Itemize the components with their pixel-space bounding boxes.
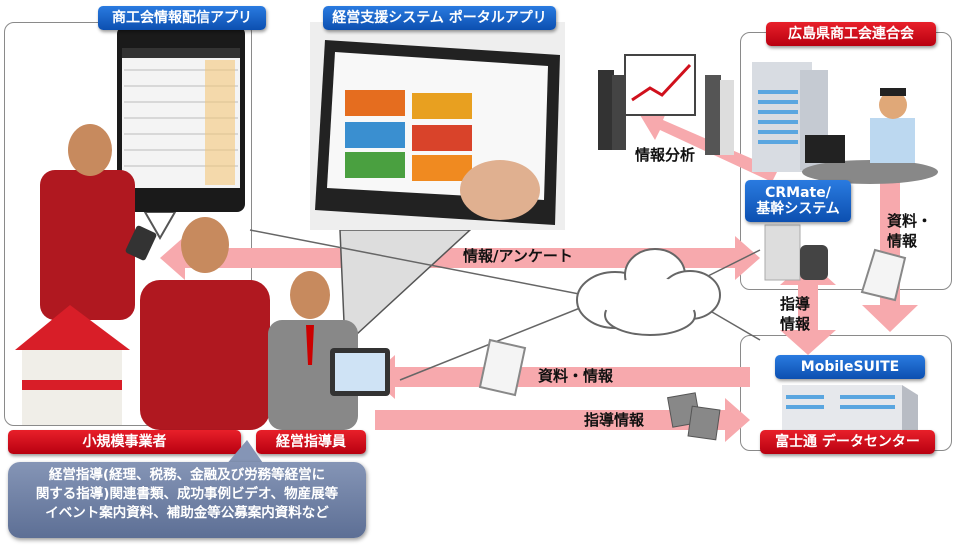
flow-analysis: 情報分析 — [635, 146, 696, 164]
server-icon — [764, 224, 828, 281]
callout-line3: イベント案内資料、補助金等公募案内資料など — [45, 504, 329, 521]
tablet-callout — [339, 229, 472, 347]
office-building-icon — [752, 62, 938, 184]
info-survey-arrow — [160, 236, 760, 280]
document-icon — [478, 248, 907, 397]
materials-arrow — [370, 355, 750, 399]
label-advisor: 経営指導員 — [256, 430, 366, 454]
label-portal-app: 経営支援システム ポータルアプリ — [323, 6, 556, 30]
label-federation: 広島県商工会連合会 — [766, 22, 936, 46]
label-datacenter: 富士通 データセンター — [760, 430, 935, 454]
small-business-owner-illustration — [40, 124, 270, 430]
tablet-icon — [310, 22, 565, 230]
advisor-materials-callout: 経営指導(経理、税務、金融及び労務等経営に 関する指導)関連書類、成功事例ビデオ… — [8, 462, 366, 538]
right-materials-line2: 情報 — [887, 231, 918, 250]
label-small-business: 小規模事業者 — [8, 430, 241, 454]
presentation-icon — [598, 54, 734, 155]
callout-line1: 経営指導(経理、税務、金融及び労務等経営に — [48, 467, 326, 483]
right-guidance-line2: 情報 — [780, 314, 811, 333]
right-materials-line1: 資料・ — [887, 212, 933, 230]
label-info-app: 商工会情報配信アプリ — [98, 6, 266, 30]
label-mobilesuite: MobileSUITE — [775, 355, 925, 379]
callout-pointer — [225, 440, 265, 466]
flow-info-survey: 情報/アンケート — [463, 247, 573, 265]
advisor-illustration — [268, 271, 390, 430]
shop-house-icon — [15, 305, 130, 425]
flow-right-guidance: 指導 情報 — [780, 295, 810, 334]
right-guidance-line1: 指導 — [780, 295, 811, 313]
label-crmate: CRMate/ 基幹システム — [745, 180, 851, 222]
flow-materials: 資料・情報 — [538, 367, 614, 385]
flow-right-materials: 資料・ 情報 — [887, 212, 932, 251]
guidance-papers-icon — [667, 392, 721, 441]
crmate-line1: CRMate/ — [765, 184, 831, 201]
datacenter-building-icon — [782, 385, 918, 430]
flow-guidance: 指導情報 — [584, 411, 645, 429]
guidance-arrow — [375, 398, 750, 442]
callout-line2: 関する指導)関連書類、成功事例ビデオ、物産展等 — [35, 485, 339, 502]
guidance-down-arrow — [780, 260, 836, 355]
crmate-line2: 基幹システム — [756, 201, 840, 217]
